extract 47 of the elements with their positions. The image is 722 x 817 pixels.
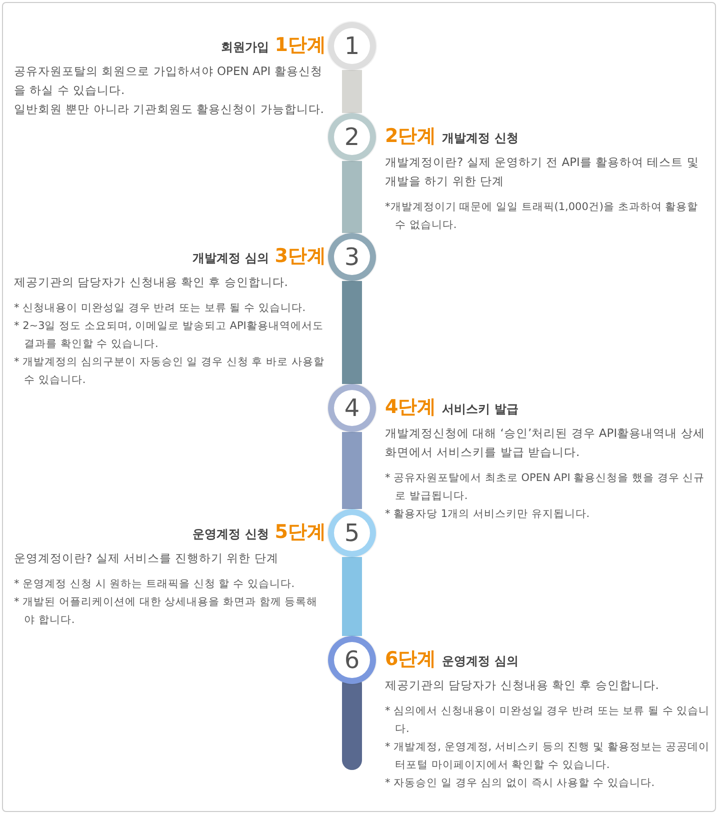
note-text: * 자동승인 일 경우 심의 없이 즉시 사용할 수 있습니다. [385,776,656,791]
note-text: * 2~3일 정도 소요되며, 이메일로 발송되고 API활용내역에서도 결과를 확인할 수 있습니다. [14,319,324,352]
step-label: 1단계 [274,33,326,58]
note-text: * 개발계정, 운영계정, 서비스키 등의 진행 및 활용정보는 공공데이터포털 마이페이지에서 확인할 수 있습니다. [385,740,711,773]
timeline-segment [342,432,362,509]
note-text: * 신청내용이 미완성일 경우 반려 또는 보류 될 수 있습니다. [14,301,307,316]
step-number: 1 [344,34,360,58]
step-title: 서비스키 발급 [442,401,518,418]
description-text: 운영계정이란? 실제 서비스를 진행하기 위한 단계 [14,550,280,567]
note-text: * 개발계정의 심의구분이 자동승인 일 경우 신청 후 바로 사용할 수 있습니다. [14,355,326,388]
step-label: 4단계 [385,395,436,420]
note-text: *개발계정이기 때문에 일일 트래픽(1,000건)을 초과하여 활용할 수 없습니다. [385,200,700,233]
step-circle [328,22,376,70]
description-text: 개발계정이란? 실제 운영하기 전 API를 활용하여 테스트 및 개발을 하기 위한 단계 [385,154,700,190]
step-number: 3 [344,245,360,269]
step-title: 개발계정 심의 [192,250,269,267]
description-text: 제공기관의 담당자가 신청내용 확인 후 승인합니다. [14,274,289,291]
description-text: 개발계정신청에 대해 ‘승인’처리된 경우 API활용내역내 상세화면에서 서비스키를 발급 받습니다. [385,425,706,461]
step-title: 운영계정 심의 [442,653,518,670]
step-circle [328,233,376,281]
step-number: 2 [344,125,360,149]
note-text: * 운영계정 신청 시 원하는 트래픽을 신청 할 수 있습니다. [14,577,296,592]
note-text: * 개발된 어플리케이션에 대한 상세내용을 화면과 함께 등록해야 합니다. [14,595,319,628]
timeline-segment [342,281,362,384]
step-circle [328,636,376,684]
step-circle [328,384,376,432]
step-number: 6 [344,648,360,672]
description-text: 공유자원포탈의 회원으로 가입하셔야 OPEN API 활용신청을 하실 수 있습니다. [14,63,324,99]
step-title: 개발계정 신청 [442,130,518,147]
step-circle [328,509,376,557]
timeline-segment [342,70,362,113]
step-title: 회원가입 [220,39,269,56]
description-text: 제공기관의 담당자가 신청내용 확인 후 승인합니다. [385,677,660,694]
step-title: 운영계정 신청 [192,526,269,543]
step-label: 2단계 [385,124,436,149]
step-circle [328,113,376,161]
timeline-segment [342,557,362,636]
step-label: 6단계 [385,647,436,672]
step-label: 5단계 [274,520,326,545]
step-number: 4 [344,396,360,420]
step-number: 5 [344,521,360,545]
note-text: * 활용자당 1개의 서비스키만 유지됩니다. [385,507,591,522]
note-text: * 심의에서 신청내용이 미완성일 경우 반려 또는 보류 될 수 있습니다. [385,704,711,737]
timeline-segment [342,161,362,233]
note-text: * 공유자원포탈에서 최초로 OPEN API 활용신청을 했을 경우 신규로 발급됩니다. [385,471,706,504]
step-label: 3단계 [274,244,326,269]
description-text: 일반회원 뿐만 아니라 기관회원도 활용신청이 가능합니다. [14,101,325,118]
